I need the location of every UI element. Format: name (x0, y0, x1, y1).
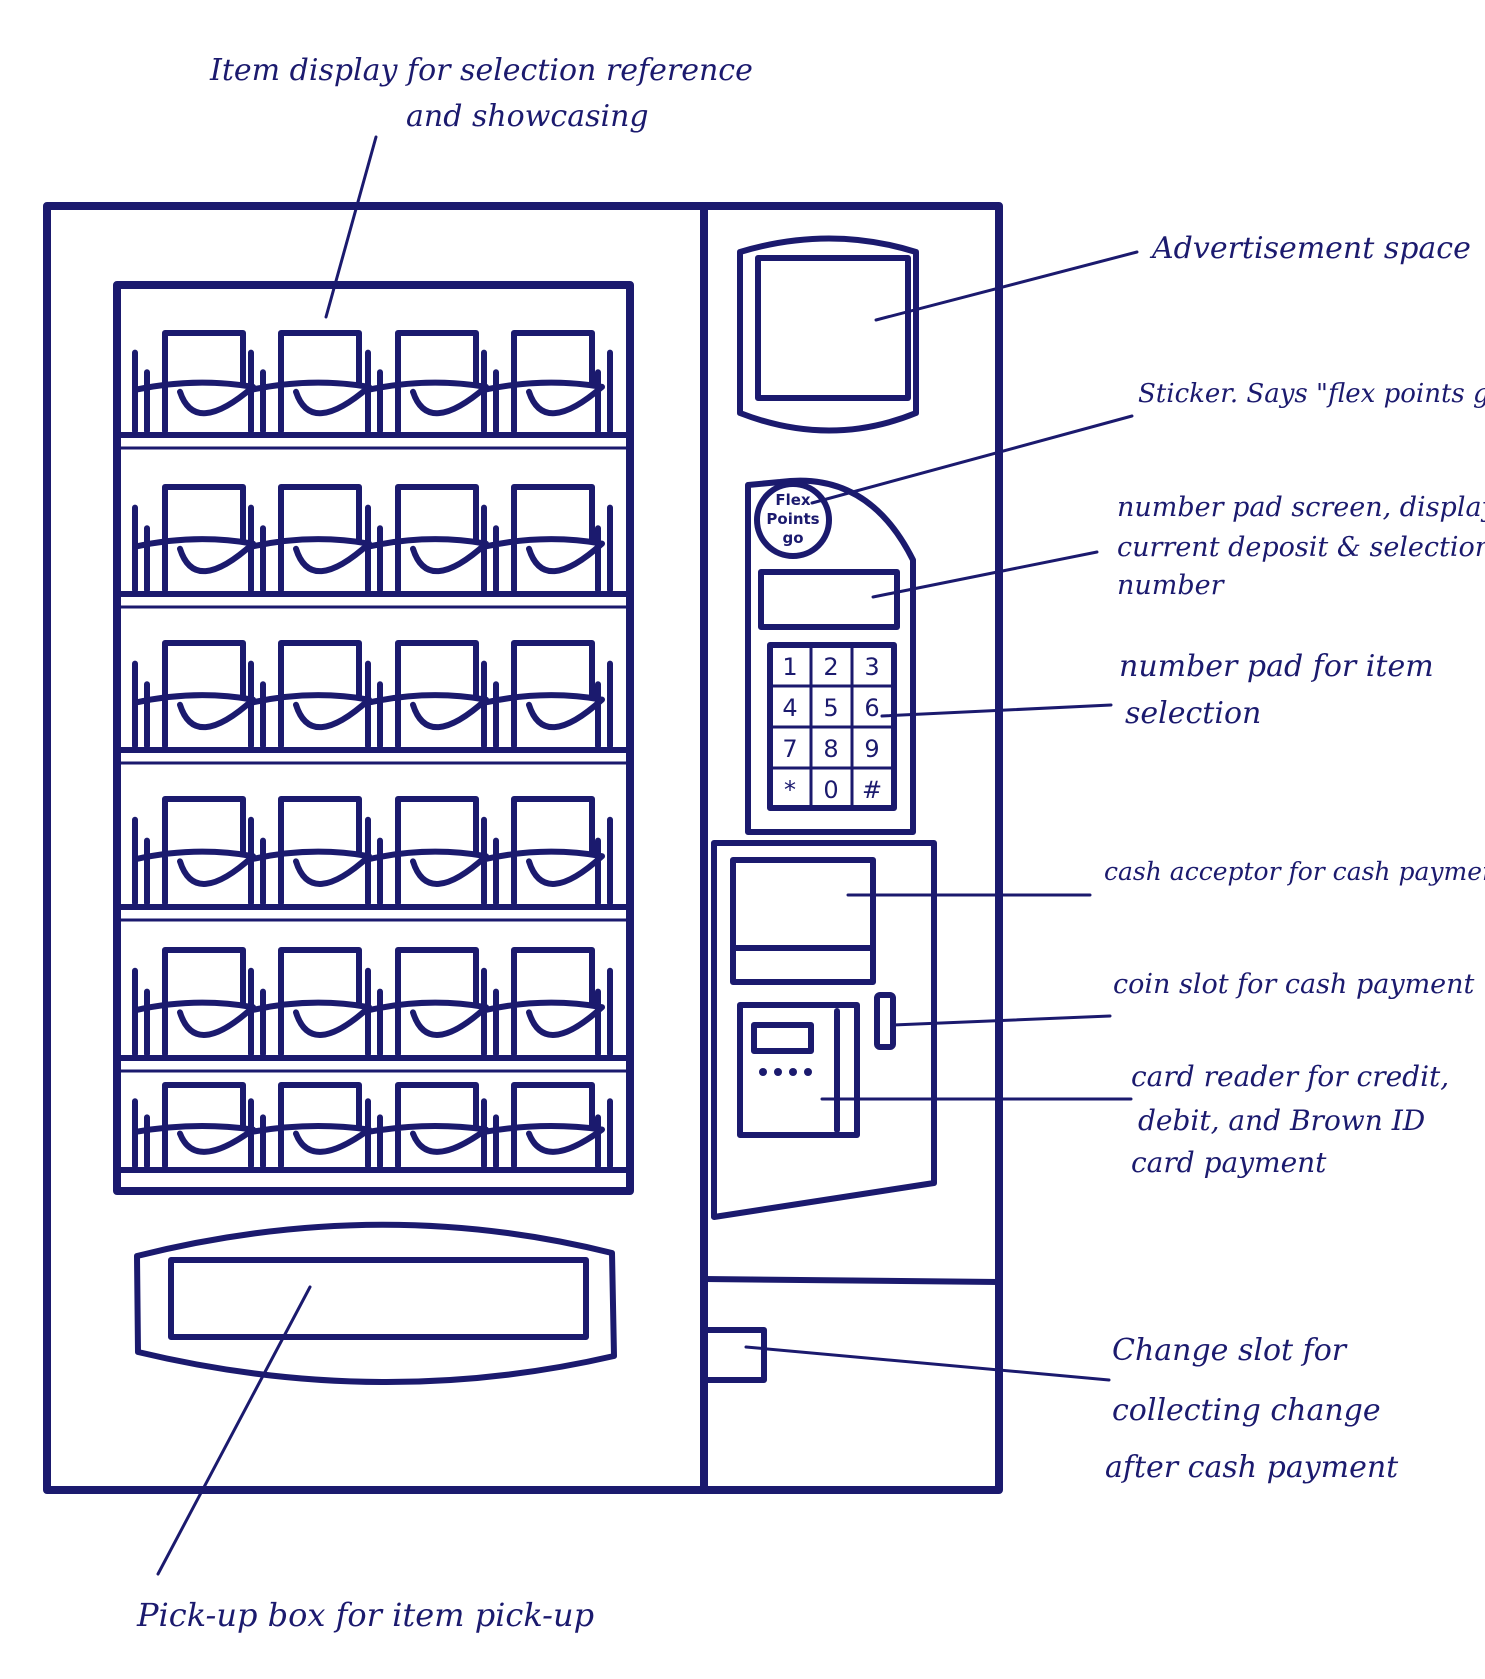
key-6[interactable]: 6 (864, 694, 879, 722)
card-reader (737, 1002, 860, 1138)
payment-panel (711, 840, 937, 1220)
annotations: Item display for selection reference and… (136, 53, 1485, 1634)
sticker-line-3: go (782, 529, 803, 547)
display-item-r6-c3 (365, 1082, 489, 1169)
annotation-item-display-line-2: and showcasing (406, 99, 649, 134)
key-star[interactable]: * (784, 776, 796, 804)
annotation-number-pad: number pad for item selection (1119, 649, 1443, 731)
display-item-r1-c2 (248, 330, 372, 434)
display-row-3-right-rail (595, 660, 613, 749)
display-item-r1-c4 (481, 330, 605, 434)
display-item-r5-c2 (248, 947, 372, 1057)
display-item-r2-c1 (132, 484, 256, 593)
pickup-box (134, 1221, 617, 1386)
coin-slot (874, 992, 896, 1050)
display-item-r2-c2 (248, 484, 372, 593)
annotation-change-slot: Change slot for collecting change after … (1105, 1333, 1399, 1485)
display-item-r6-c2 (248, 1082, 372, 1169)
display-row-6-right-rail (595, 1098, 613, 1169)
display-item-r1-c3 (365, 330, 489, 434)
annotation-card-reader: card reader for credit, debit, and Brown… (1131, 1060, 1458, 1179)
number-pad: 1 2 3 4 5 6 7 8 9 * 0 # (767, 642, 897, 811)
annotation-screen-line-2: current deposit & selection (1117, 532, 1485, 563)
annotation-coin-slot: coin slot for cash payment (1113, 969, 1475, 1000)
item-display-window (113, 281, 634, 1195)
key-4[interactable]: 4 (782, 694, 797, 722)
display-row-5-right-rail (595, 967, 613, 1057)
display-item-r4-c2 (248, 796, 372, 906)
display-item-r4-c3 (365, 796, 489, 906)
displayed-items (132, 330, 613, 1169)
display-item-r3-c3 (365, 640, 489, 749)
annotation-coin-slot-line-1: coin slot for cash payment (1113, 969, 1475, 1000)
display-item-r5-c3 (365, 947, 489, 1057)
display-item-r2-c4 (481, 484, 605, 593)
display-row-1-right-rail (595, 349, 613, 434)
annotation-cash-acceptor: cash acceptor for cash payment (1104, 857, 1485, 886)
sticker-line-1: Flex (775, 491, 811, 509)
key-2[interactable]: 2 (823, 653, 838, 681)
annotation-change-slot-line-3: after cash payment (1105, 1450, 1399, 1485)
key-0[interactable]: 0 (823, 776, 838, 804)
annotation-card-reader-line-3: card payment (1131, 1146, 1327, 1179)
annotation-advertisement: Advertisement space (1149, 231, 1471, 266)
cash-acceptor (730, 857, 876, 985)
key-5[interactable]: 5 (823, 694, 838, 722)
annotation-item-display: Item display for selection reference and… (209, 53, 762, 134)
display-item-r3-c4 (481, 640, 605, 749)
annotation-screen-line-1: number pad screen, displays (1117, 492, 1485, 523)
annotation-advertisement-line-1: Advertisement space (1149, 231, 1471, 266)
advertisement-space (737, 235, 919, 434)
display-item-r6-c1 (132, 1082, 256, 1169)
leader-lines (156, 135, 1139, 1576)
display-item-r5-c1 (132, 947, 256, 1057)
annotation-sticker: Sticker. Says "flex points go" (1138, 379, 1485, 409)
key-7[interactable]: 7 (782, 735, 797, 763)
annotation-card-reader-line-2: debit, and Brown ID (1138, 1104, 1425, 1137)
annotation-screen: number pad screen, displays current depo… (1117, 492, 1485, 601)
annotation-number-pad-line-2: selection (1125, 696, 1261, 731)
key-8[interactable]: 8 (823, 735, 838, 763)
sticker-line-2: Points (766, 510, 819, 528)
keypad-panel (745, 477, 916, 835)
change-slot (701, 1327, 767, 1383)
annotation-pickup: Pick-up box for item pick-up (136, 1596, 594, 1634)
display-item-r2-c3 (365, 484, 489, 593)
display-row-4-right-rail (595, 816, 613, 906)
key-1[interactable]: 1 (782, 653, 797, 681)
annotation-cash-acceptor-line-1: cash acceptor for cash payment (1104, 857, 1485, 886)
lower-divider (701, 1276, 1002, 1285)
annotation-number-pad-line-1: number pad for item (1119, 649, 1434, 684)
display-item-r4-c1 (132, 796, 256, 906)
display-item-r5-c4 (481, 947, 605, 1057)
display-item-r3-c1 (132, 640, 256, 749)
annotation-screen-line-3: number (1117, 570, 1226, 601)
flex-points-sticker: Flex Points go (754, 481, 832, 559)
annotation-change-slot-line-1: Change slot for (1112, 1333, 1348, 1368)
key-hash[interactable]: # (862, 776, 882, 804)
display-item-r6-c4 (481, 1082, 605, 1169)
number-pad-screen (758, 569, 900, 630)
key-9[interactable]: 9 (864, 735, 879, 763)
display-item-r1-c1 (132, 330, 256, 434)
key-3[interactable]: 3 (864, 653, 879, 681)
annotation-sticker-line-1: Sticker. Says "flex points go" (1138, 379, 1485, 409)
annotation-change-slot-line-2: collecting change (1112, 1393, 1381, 1428)
display-item-r3-c2 (248, 640, 372, 749)
annotation-card-reader-line-1: card reader for credit, (1131, 1060, 1449, 1093)
annotation-pickup-line-1: Pick-up box for item pick-up (136, 1596, 594, 1634)
display-item-r4-c4 (481, 796, 605, 906)
display-row-2-right-rail (595, 504, 613, 593)
annotation-item-display-line-1: Item display for selection reference (209, 53, 753, 88)
shelves (117, 432, 630, 1173)
